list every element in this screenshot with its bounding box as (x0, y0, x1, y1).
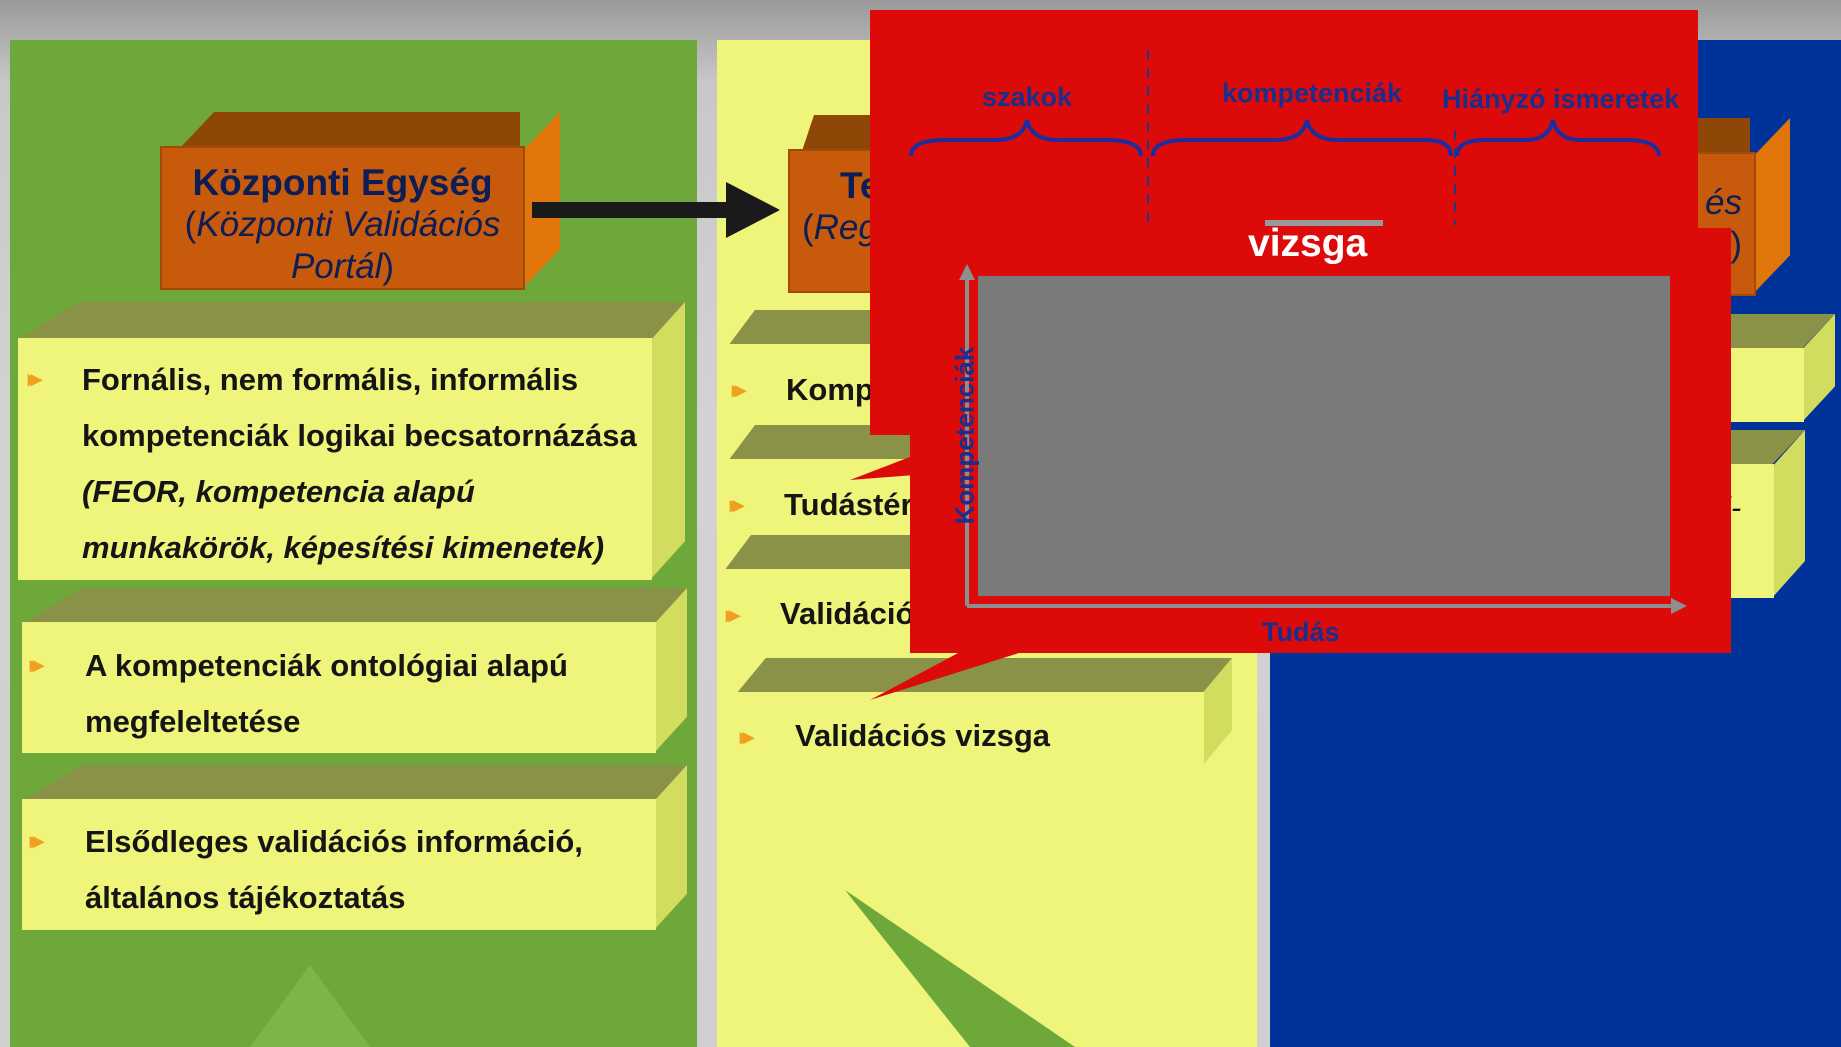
bullet-icon: ▸▸ (740, 724, 754, 749)
flow-arrow (532, 182, 780, 238)
subtitle-open: ( (184, 205, 197, 244)
subtitle-close: ) (382, 247, 395, 286)
central-unit-subtitle: (Központi Validációs Portál) (162, 204, 523, 288)
bracket-label-hianyzo: Hiányzó ismeretek (1442, 84, 1680, 114)
bullet-icon: ▸▸ (730, 492, 744, 517)
left-item-1: Fornális, nem formális, informális kompe… (82, 362, 637, 565)
decor-triangle-left (250, 965, 370, 1047)
info-slab-1 (18, 302, 685, 580)
decor-triangle-middle (845, 890, 1075, 1047)
chart-area (978, 276, 1670, 596)
central-unit-box: Központi Egység (Központi Validációs Por… (160, 112, 560, 290)
left-item-1-italic: (FEOR, kompetencia alapú munkakörök, kép… (82, 474, 605, 565)
exam-title: vizsga (1248, 222, 1368, 265)
y-axis-label: Kompetenciák (949, 346, 980, 525)
bullet-icon: ▸▸ (726, 602, 740, 627)
middle-item-4: Validációs vizsga (795, 718, 1051, 753)
middle-item-3: Validáció (780, 596, 915, 631)
chart-axes (959, 264, 1687, 614)
middle-slab-4 (736, 658, 1232, 766)
bracket-label-szakok: szakok (982, 82, 1073, 112)
info-slab-2 (22, 588, 687, 753)
right-title-close: ) (1730, 225, 1742, 264)
bullet-icon: ▸▸ (28, 366, 42, 391)
bracket-separators (1147, 50, 1456, 225)
x-axis-label: Tudás (1262, 617, 1340, 647)
central-unit-title: Központi Egység (192, 162, 493, 203)
bullet-icon: ▸▸ (30, 652, 44, 677)
middle-item-1: Komp (786, 372, 874, 407)
bracket-label-kompetenciak: kompetenciák (1222, 78, 1403, 108)
info-slab-3 (22, 765, 687, 930)
bullet-icon: ▸▸ (30, 828, 44, 853)
middle-item-2: Tudástér (784, 487, 913, 522)
left-item-3: Elsődleges validációs információ, általá… (85, 824, 583, 915)
right-title-fragment: és (1705, 183, 1742, 222)
regional-unit-subtitle: (Reg (802, 208, 878, 247)
curly-braces (909, 119, 1661, 157)
exam-title-bar (1265, 220, 1383, 226)
left-item-2: A kompetenciák ontológiai alapú megfelel… (85, 648, 568, 739)
bullet-icon: ▸▸ (732, 377, 746, 402)
subtitle-italic: Központi Validációs Portál (196, 205, 501, 286)
